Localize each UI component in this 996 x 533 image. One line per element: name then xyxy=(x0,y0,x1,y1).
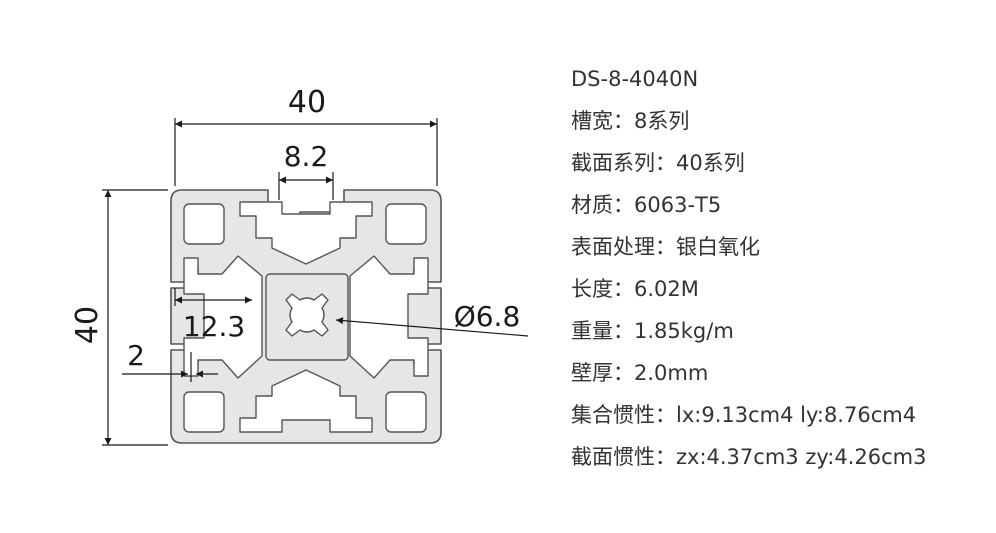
dimension-width xyxy=(174,118,438,186)
corner-cavity-top-left xyxy=(183,203,225,245)
tslot-cavity-left xyxy=(183,255,263,379)
dimension-slot-width xyxy=(278,172,334,200)
spec-row-finish: 表面处理：银白氧化 xyxy=(571,226,991,268)
width-label: 40 xyxy=(288,85,326,120)
spec-label: 重量： xyxy=(571,319,634,343)
spec-value: 1.85kg/m xyxy=(634,319,734,343)
center-bore xyxy=(285,293,329,337)
spec-row-slot-width: 槽宽：8系列 xyxy=(571,100,991,142)
spec-row-weight: 重量：1.85kg/m xyxy=(571,310,991,352)
spec-value: 40系列 xyxy=(676,151,745,175)
spec-label: 材质： xyxy=(571,193,634,217)
wall-dim-label: 2 xyxy=(127,339,145,372)
spec-value: zx:4.37cm3 zy:4.26cm3 xyxy=(676,445,927,469)
inner-dim-label: 12.3 xyxy=(183,310,245,343)
tslot-cavity-top xyxy=(239,201,373,265)
spec-label: 表面处理： xyxy=(571,235,676,259)
spec-value: 银白氧化 xyxy=(676,235,760,259)
spec-value: 6.02M xyxy=(634,277,699,301)
spec-value: 2.0mm xyxy=(634,361,709,385)
model-name: DS-8-4040N xyxy=(571,67,699,91)
dimension-bore xyxy=(335,317,529,337)
profile-cross-section xyxy=(170,189,442,444)
bore-dia-label: Ø6.8 xyxy=(454,300,521,333)
spec-label: 截面系列： xyxy=(571,151,676,175)
dimension-height xyxy=(102,189,168,446)
spec-label: 壁厚： xyxy=(571,361,634,385)
tslot-cavity-bottom xyxy=(239,369,373,433)
spec-value: lx:9.13cm4 ly:8.76cm4 xyxy=(676,403,917,427)
spec-row-material: 材质：6063-T5 xyxy=(571,184,991,226)
height-label: 40 xyxy=(70,306,105,344)
tslot-cavity-right xyxy=(349,255,429,379)
spec-label: 截面惯性： xyxy=(571,445,676,469)
spec-row-section-modulus: 截面惯性：zx:4.37cm3 zy:4.26cm3 xyxy=(571,436,991,478)
slot-width-label: 8.2 xyxy=(284,140,329,173)
spec-value: 8系列 xyxy=(634,109,690,133)
spec-row-series: 截面系列：40系列 xyxy=(571,142,991,184)
dimension-wall xyxy=(122,352,218,382)
profile-drawing: 40 8.2 40 12.3 2 Ø6.8 xyxy=(70,85,529,446)
spec-list: DS-8-4040N 槽宽：8系列 截面系列：40系列 材质：6063-T5 表… xyxy=(571,58,991,478)
spec-label: 集合惯性： xyxy=(571,403,676,427)
spec-row-moment-of-inertia: 集合惯性：lx:9.13cm4 ly:8.76cm4 xyxy=(571,394,991,436)
corner-cavity-bottom-right xyxy=(385,391,427,433)
dimension-inner xyxy=(174,288,252,306)
corner-cavity-bottom-left xyxy=(183,391,225,433)
spec-row-wall-thickness: 壁厚：2.0mm xyxy=(571,352,991,394)
spec-label: 长度： xyxy=(571,277,634,301)
spec-row-length: 长度：6.02M xyxy=(571,268,991,310)
spec-value: 6063-T5 xyxy=(634,193,722,217)
spec-label: 槽宽： xyxy=(571,109,634,133)
corner-cavity-top-right xyxy=(385,203,427,245)
